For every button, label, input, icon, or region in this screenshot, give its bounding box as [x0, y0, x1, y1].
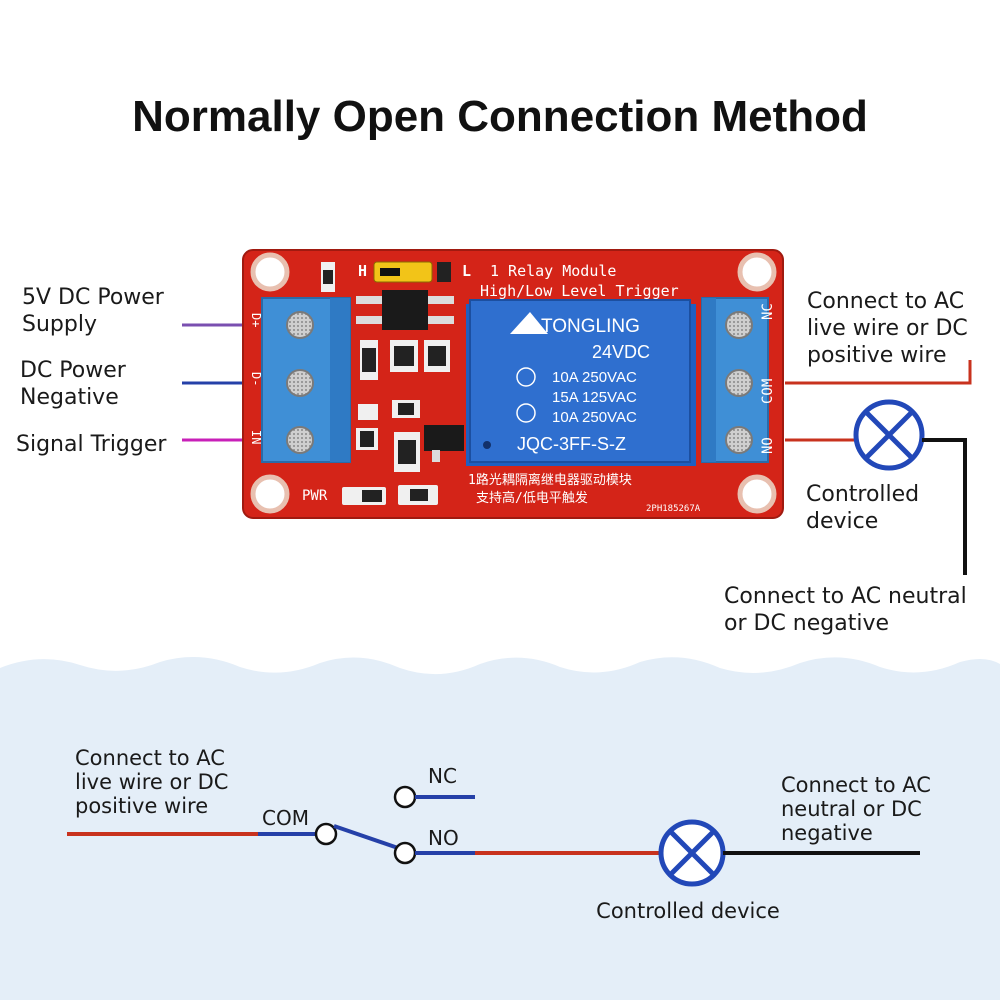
controlled-device-lamp-top [853, 399, 925, 471]
board-title-line1: 1 Relay Module [490, 262, 616, 280]
screw-d-minus [286, 369, 314, 397]
pin-label-nc: NC [760, 303, 776, 320]
right-labels: Connect to AC live wire or DC positive w… [724, 289, 968, 636]
relay-rating-2: 15A 125VAC [552, 389, 637, 406]
schematic-switch-arm [333, 824, 399, 850]
pin-label-d-plus: D+ [249, 313, 263, 327]
jumper-letter-l: L [462, 262, 471, 280]
page-title: Normally Open Connection Method [132, 92, 868, 141]
schematic-left-label-line2: live wire or DC [75, 770, 228, 794]
power-supply-label-line1: 5V DC Power [22, 285, 165, 310]
device-label-line1: Controlled [806, 482, 919, 507]
relay-module-board: H L 1 Relay Module High/Low Level Trigge… [242, 249, 784, 519]
schematic-right-label-line1: Connect to AC [781, 773, 931, 797]
pin-label-no: NO [760, 437, 776, 454]
jumper-block [373, 261, 433, 283]
signal-trigger-label: Signal Trigger [16, 432, 167, 457]
schematic: Connect to AC live wire or DC positive w… [67, 746, 931, 923]
board-chinese-line1: 1路光耦隔离继电器驱动模块 [468, 472, 632, 488]
ac-neutral-label-line2: or DC negative [724, 611, 889, 636]
relay-component: TONGLING 24VDC 10A 250VAC 15A 125VAC 10A… [466, 299, 696, 466]
relay-rating-1: 10A 250VAC [552, 369, 637, 386]
schematic-nc-label: NC [428, 764, 457, 788]
screw-d-plus [286, 311, 314, 339]
screw-nc [725, 311, 753, 339]
screw-no [725, 426, 753, 454]
device-label-line2: device [806, 509, 878, 534]
input-terminal-block [261, 297, 351, 463]
jumper-letter-h: H [358, 262, 367, 280]
schematic-nc-terminal [393, 785, 417, 809]
power-negative-label-line1: DC Power [20, 358, 127, 383]
relay-voltage: 24VDC [592, 342, 650, 362]
screw-in [286, 426, 314, 454]
schematic-left-label-line1: Connect to AC [75, 746, 225, 770]
ac-live-label-line3: positive wire [807, 343, 947, 368]
output-terminal-block [701, 297, 769, 463]
left-labels: 5V DC Power Supply DC Power Negative Sig… [16, 285, 167, 457]
water-background [0, 657, 1000, 1000]
schematic-device-label: Controlled device [596, 899, 780, 923]
ac-live-label-line2: live wire or DC [807, 316, 968, 341]
screw-com [725, 369, 753, 397]
schematic-left-label-line3: positive wire [75, 794, 208, 818]
mounting-holes [250, 252, 777, 514]
relay-brand: TONGLING [541, 316, 640, 337]
schematic-lamp [658, 819, 726, 887]
power-negative-label-line2: Negative [20, 385, 119, 410]
device-neutral-wire [922, 438, 967, 575]
schematic-no-terminal [393, 841, 417, 865]
smd-components [356, 340, 464, 472]
pwr-label: PWR [302, 488, 328, 504]
schematic-com-terminal [314, 822, 338, 846]
schematic-com-label: COM [262, 806, 309, 830]
ac-live-label-line1: Connect to AC [807, 289, 964, 314]
schematic-right-label-line3: negative [781, 821, 873, 845]
pin-label-in: IN [249, 430, 263, 444]
relay-rating-3: 10A 250VAC [552, 409, 637, 426]
pin-label-d-minus: D- [249, 372, 263, 386]
schematic-right-label-line2: neutral or DC [781, 797, 922, 821]
ac-neutral-label-line1: Connect to AC neutral [724, 584, 967, 609]
schematic-no-label: NO [428, 826, 459, 850]
pin-label-com: COM [760, 379, 776, 404]
power-supply-label-line2: Supply [22, 312, 97, 337]
optocoupler-ic [382, 290, 428, 330]
relay-brand-logo [510, 312, 548, 334]
board-chinese-line2: 支持高/低电平触发 [476, 490, 588, 506]
board-title-line2: High/Low Level Trigger [480, 282, 679, 300]
board-code: 2PH185267A [646, 504, 701, 514]
relay-model: JQC-3FF-S-Z [517, 434, 626, 454]
com-live-wire [785, 360, 972, 385]
